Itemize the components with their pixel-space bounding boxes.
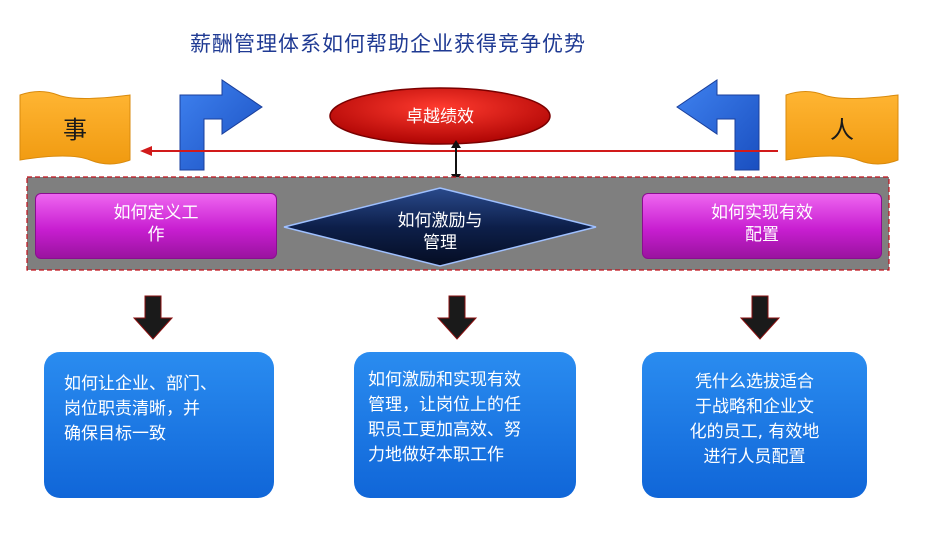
diagram-title: 薪酬管理体系如何帮助企业获得竞争优势	[190, 32, 586, 56]
down-arrow-right	[739, 295, 781, 340]
bottom-middle-line-4: 力地做好本职工作	[368, 445, 504, 465]
down-arrow-middle	[436, 295, 478, 340]
right-flag	[785, 91, 899, 165]
bottom-right-line-4: 进行人员配置	[703, 447, 806, 467]
bottom-right-box: 凭什么选拔适合 于战略和企业文 化的员工, 有效地 进行人员配置	[642, 352, 867, 498]
left-pink-box: 如何定义工 作	[35, 193, 277, 259]
center-diamond	[283, 187, 597, 267]
bottom-left-line-2: 岗位职责清晰，并	[64, 399, 200, 419]
bottom-left-box: 如何让企业、部门、 岗位职责清晰，并 确保目标一致	[44, 352, 274, 498]
bottom-middle-box: 如何激励和实现有效 管理，让岗位上的任 职员工更加高效、努 力地做好本职工作	[354, 352, 576, 498]
right-bent-arrow	[676, 79, 760, 171]
bottom-right-line-2: 于战略和企业文	[695, 397, 814, 417]
bottom-right-line-3: 化的员工, 有效地	[689, 422, 820, 442]
bottom-middle-line-1: 如何激励和实现有效	[368, 370, 521, 390]
right-pink-box: 如何实现有效 配置	[642, 193, 882, 259]
bottom-middle-line-2: 管理，让岗位上的任	[368, 395, 521, 415]
goal-ellipse	[329, 87, 551, 145]
bottom-right-line-1: 凭什么选拔适合	[695, 372, 814, 392]
diamond-label: 如何激励与 管理	[380, 210, 500, 254]
right-box-line-2: 配置	[745, 225, 779, 245]
bottom-left-line-1: 如何让企业、部门、	[64, 374, 217, 394]
double-arrow-top	[451, 140, 461, 148]
bottom-middle-line-3: 职员工更加高效、努	[368, 420, 521, 440]
right-box-line-1: 如何实现有效	[711, 203, 813, 223]
left-bent-arrow	[179, 79, 263, 171]
left-flag	[19, 91, 131, 165]
right-flag-label: 人	[830, 116, 854, 144]
left-box-line-1: 如何定义工	[113, 203, 199, 223]
down-arrow-left	[132, 295, 174, 340]
red-arrowhead	[140, 146, 152, 156]
diamond-line-2: 管理	[423, 233, 457, 253]
left-flag-label: 事	[63, 116, 87, 144]
left-box-line-2: 作	[147, 225, 165, 245]
goal-label: 卓越绩效	[406, 107, 474, 127]
bottom-left-line-3: 确保目标一致	[64, 424, 166, 444]
diamond-line-1: 如何激励与	[397, 211, 483, 231]
